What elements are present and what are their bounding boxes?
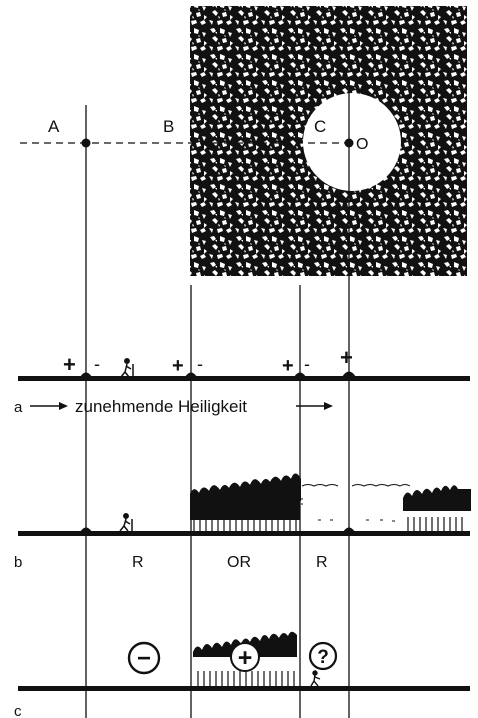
panel-b-letter: b [14,554,22,571]
minus-symbol: − [137,645,151,672]
walker-figure-b-icon [119,513,133,532]
forest-band-right [403,485,471,531]
ground-line-c [18,686,470,691]
label-c: C [314,117,326,136]
sign-b-minus: - [197,354,203,374]
holiness-caption: zunehmende Heiligkeit [75,397,247,416]
plus-symbol: + [238,644,253,672]
mound-a [80,372,92,377]
zone-r-left: R [132,554,144,571]
panel-c-letter: c [14,703,22,718]
label-o: O [356,136,368,153]
panel-b: b R OR R [14,473,471,571]
sign-o-plus: + [340,345,353,370]
sign-c-plus: + [282,355,294,377]
panel-a-letter: a [14,399,23,416]
zone-or: OR [227,554,251,571]
ground-line-b [18,531,470,536]
arrow-left-icon [30,402,68,410]
panel-a: + - + - + - + a zunehmende Heiligkeit [14,345,470,416]
point-a-dot [81,138,91,148]
sign-a-minus: - [94,354,100,374]
mound-c [294,372,306,377]
circled-question-icon: ? [308,641,338,671]
panel-c: − + ? c [14,631,470,718]
label-a: A [48,117,60,136]
ground-line-a [18,376,470,381]
sign-a-plus: + [63,352,76,377]
mound-o [342,371,356,377]
walker-figure-icon [120,358,134,378]
circled-plus-icon: + [230,642,260,672]
mound-b-o [343,527,355,532]
point-o-dot [344,138,354,148]
mound-b [185,372,197,377]
circled-minus-icon: − [127,641,161,675]
forest-band-b [190,473,301,531]
sacred-forest-block [190,6,467,276]
sign-b-plus: + [172,355,184,377]
mound-b-a [80,527,92,532]
arrow-right-icon [296,402,333,410]
question-symbol: ? [317,647,329,668]
zone-r-right: R [316,554,328,571]
clearing-outline [301,484,411,522]
sign-c-minus: - [304,354,310,374]
walker-figure-c-icon [310,670,321,687]
label-b: B [163,117,174,136]
